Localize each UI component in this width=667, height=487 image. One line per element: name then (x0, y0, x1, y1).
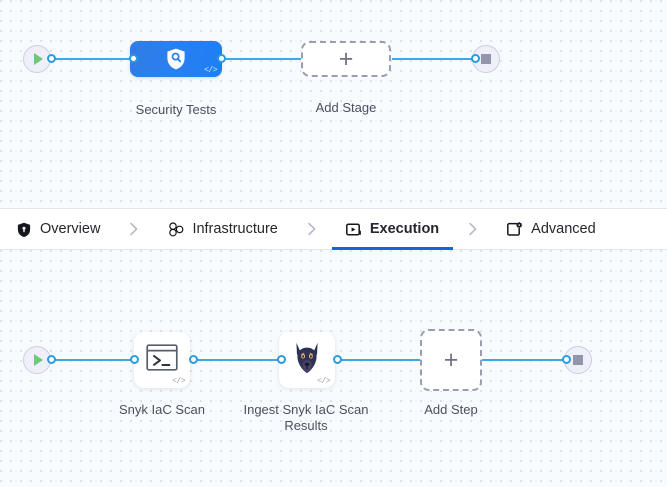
add-stage-button[interactable]: + (301, 41, 391, 77)
code-badge: </> (317, 377, 330, 386)
terminal-icon (146, 343, 178, 377)
cluster-nodes-icon (168, 221, 184, 237)
wire-ingest-to-add-step (334, 359, 420, 361)
ingest-snyk-results-output-port[interactable] (333, 355, 342, 364)
tab-infrastructure[interactable]: Infrastructure (166, 209, 279, 249)
play-box-icon (345, 221, 362, 237)
wire-add-step-to-end (482, 359, 567, 361)
tab-separator-1 (128, 209, 140, 249)
step-node-label-ingest-snyk-results: Ingest Snyk IaC Scan Results (243, 402, 369, 433)
tab-infrastructure-label: Infrastructure (192, 221, 278, 237)
wire-snyk-iac-scan-to-ingest (190, 359, 278, 361)
snyk-iac-scan-input-port[interactable] (130, 355, 139, 364)
step-graph-canvas[interactable]: </> Snyk IaC Scan (0, 250, 667, 487)
security-tests-input-port[interactable] (129, 54, 138, 63)
stop-icon (481, 54, 491, 64)
play-icon (34, 53, 43, 65)
wire-add-stage-to-end (392, 58, 476, 60)
tab-advanced[interactable]: Advanced (505, 209, 598, 249)
tab-separator-2 (306, 209, 318, 249)
tab-overview-label: Overview (40, 221, 101, 237)
tab-overview[interactable]: Overview (14, 209, 102, 249)
plus-icon: + (338, 44, 354, 73)
tab-execution[interactable]: Execution (331, 209, 454, 250)
stage-end-input-port[interactable] (471, 54, 480, 63)
ingest-snyk-results-input-port[interactable] (277, 355, 286, 364)
shield-search-icon (165, 47, 187, 71)
wire-start-to-snyk-iac-scan (48, 359, 133, 361)
shield-icon (16, 221, 32, 237)
stop-icon (573, 355, 583, 365)
gear-box-icon (507, 221, 523, 237)
pipeline-section-tabs: Overview Infrastructure (0, 208, 667, 250)
play-icon (34, 354, 43, 366)
tab-separator-3 (467, 209, 479, 249)
step-start-output-port[interactable] (47, 355, 56, 364)
wire-start-to-security-tests (48, 58, 134, 60)
code-badge: </> (204, 66, 217, 75)
security-tests-output-port[interactable] (217, 54, 226, 63)
step-node-label-snyk-iac-scan: Snyk IaC Scan (119, 402, 205, 417)
add-step-label: Add Step (424, 402, 478, 417)
stage-node-label-security-tests: Security Tests (135, 102, 217, 117)
stage-start-node[interactable] (23, 45, 51, 73)
tab-advanced-label: Advanced (531, 221, 596, 237)
step-node-ingest-snyk-results[interactable]: </> (279, 332, 335, 388)
code-badge: </> (172, 377, 185, 386)
stage-start-output-port[interactable] (47, 54, 56, 63)
add-step-button[interactable]: + (420, 329, 482, 391)
step-end-input-port[interactable] (562, 355, 571, 364)
step-start-node[interactable] (23, 346, 51, 374)
stage-node-security-tests[interactable]: </> (130, 41, 222, 77)
tab-execution-label: Execution (369, 221, 440, 237)
step-node-snyk-iac-scan[interactable]: </> (134, 332, 190, 388)
wire-security-tests-to-add-stage (218, 58, 302, 60)
snyk-iac-scan-output-port[interactable] (189, 355, 198, 364)
plus-icon: + (443, 345, 459, 374)
stage-graph-canvas[interactable]: </> Security Tests + Add Stage (0, 0, 667, 208)
snyk-dog-icon (292, 342, 322, 379)
add-stage-label: Add Stage (315, 100, 377, 115)
